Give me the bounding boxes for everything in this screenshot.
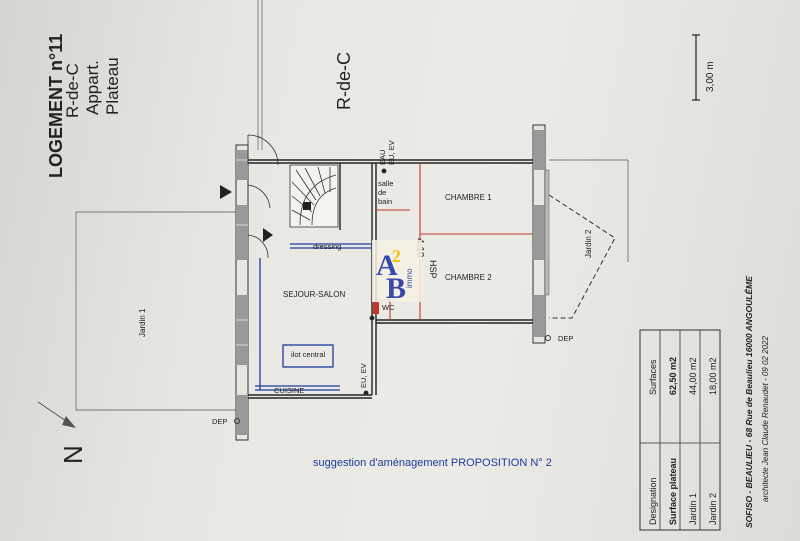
title-block: LOGEMENT n°11 R-de-C Appart. Plateau [46, 34, 122, 178]
level-label: R-de-C [334, 52, 354, 110]
footer-architect: architecte Jean Claude Renaudet - 09 02 … [761, 336, 770, 502]
room-sejour: SEJOUR-SALON [283, 290, 345, 299]
room-salle-1: salle [378, 179, 393, 188]
north-arrow: N [37, 401, 88, 464]
scale-label: 3,00 m [705, 61, 716, 92]
entry-markers [220, 185, 311, 242]
garden-2-label: Jardin 2 [584, 229, 593, 258]
proposal-caption: suggestion d'aménagement PROPOSITION N° … [313, 457, 552, 469]
room-salle-3: bain [378, 197, 392, 206]
table-header-surfaces: Surfaces [648, 359, 658, 395]
eau-label: EAU [378, 150, 387, 165]
dep-left-label: DEP [212, 417, 227, 426]
network-annotations: EAU EU, EV EU, EV DEP DEP [212, 140, 573, 426]
north-label: N [58, 445, 88, 464]
door-swings [247, 134, 279, 259]
wc-block [373, 302, 379, 314]
surfaces-table: Designation Surfaces Surface plateau 62,… [639, 329, 721, 531]
garden-1-label: Jardin 1 [138, 308, 147, 337]
room-chambre-2: CHAMBRE 2 [445, 273, 492, 282]
drain-markers [234, 168, 551, 424]
room-wc: WC [382, 303, 395, 312]
hsp-label: HSP [428, 260, 438, 279]
room-labels: salle de bain CHAMBRE 1 CHAMBRE 2 SEJOUR… [138, 179, 593, 395]
euev-top-label: EU, EV [387, 140, 396, 165]
room-chambre-1: CHAMBRE 1 [445, 193, 492, 202]
facade-left [235, 144, 249, 441]
balcony-outline [548, 194, 616, 319]
logo-sub: immo [405, 268, 414, 288]
logo-a: A [376, 249, 398, 282]
header-level: R-de-C [63, 63, 82, 118]
room-salle-2: de [378, 188, 386, 197]
blue-lines [255, 243, 372, 391]
logo-b: B [386, 272, 406, 305]
table-row-2-value: 44,00 m2 [688, 357, 698, 395]
scale-bar: 3,00 m [692, 34, 716, 101]
table-row-1-name: Surface plateau [668, 458, 678, 525]
table-row-2-name: Jardin 1 [688, 493, 698, 525]
facade-right [532, 124, 550, 344]
euev-bottom-label: EU, EV [359, 363, 368, 388]
table-header-designation: Designation [648, 477, 658, 525]
logo: A 2 B immo [372, 240, 422, 305]
header-type: Appart. [83, 60, 102, 115]
property-lines [75, 0, 629, 411]
footer-address: SOFISO - BEAULIEU - 68 Rue de Beaulieu 1… [743, 276, 754, 528]
header-plateau: Plateau [103, 57, 122, 115]
header-title: LOGEMENT n°11 [46, 34, 66, 178]
room-cuisine: CUISINE [274, 386, 304, 395]
room-ilot: ilot central [291, 350, 326, 359]
logo-2: 2 [392, 246, 401, 266]
table-row-3-value: 18,00 m2 [708, 357, 718, 395]
staircase [289, 164, 339, 228]
table-row-3-name: Jardin 2 [708, 493, 718, 525]
room-dressing: dressing [313, 242, 341, 251]
dep-right-label: DEP [558, 334, 573, 343]
table-row-1-value: 62,50 m2 [668, 357, 678, 395]
